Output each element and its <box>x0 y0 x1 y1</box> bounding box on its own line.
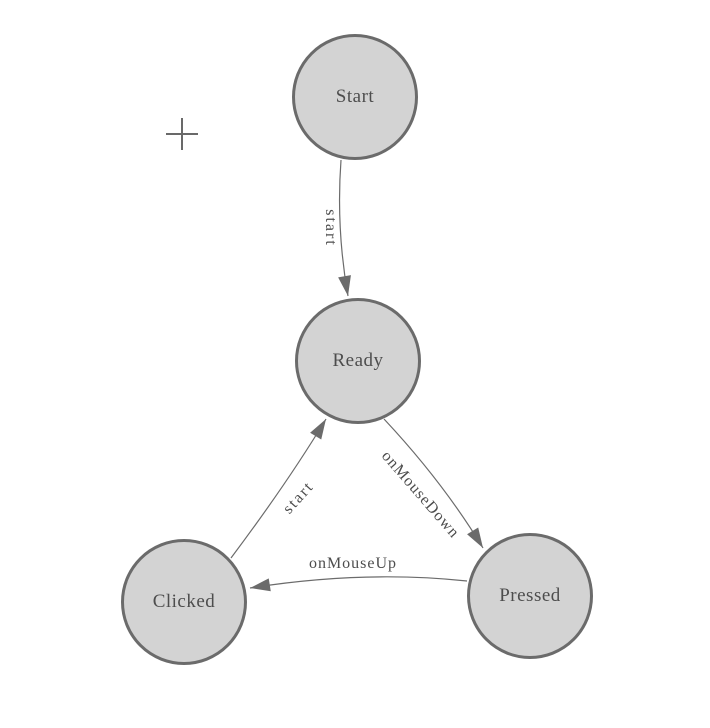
crosshair-cursor-icon <box>166 118 198 150</box>
state-node-pressed[interactable]: Pressed <box>467 533 593 659</box>
state-node-ready[interactable]: Ready <box>295 298 421 424</box>
state-node-ready-label: Ready <box>332 350 384 371</box>
state-node-start[interactable]: Start <box>292 34 418 160</box>
state-node-clicked[interactable]: Clicked <box>121 539 247 665</box>
edge-pressed-to-clicked[interactable] <box>249 576 468 592</box>
state-node-pressed-label: Pressed <box>499 585 561 606</box>
edge-label-pressed-to-clicked: onMouseUp <box>308 555 398 572</box>
edge-label-start-to-ready: start <box>322 209 339 247</box>
edge-start-to-ready[interactable] <box>338 159 351 297</box>
state-node-start-label: Start <box>335 86 375 107</box>
edge-ready-to-pressed[interactable] <box>383 418 484 549</box>
crosshair-vertical-bar <box>181 118 183 150</box>
state-node-clicked-label: Clicked <box>152 591 216 612</box>
edge-clicked-to-ready[interactable] <box>230 418 327 559</box>
